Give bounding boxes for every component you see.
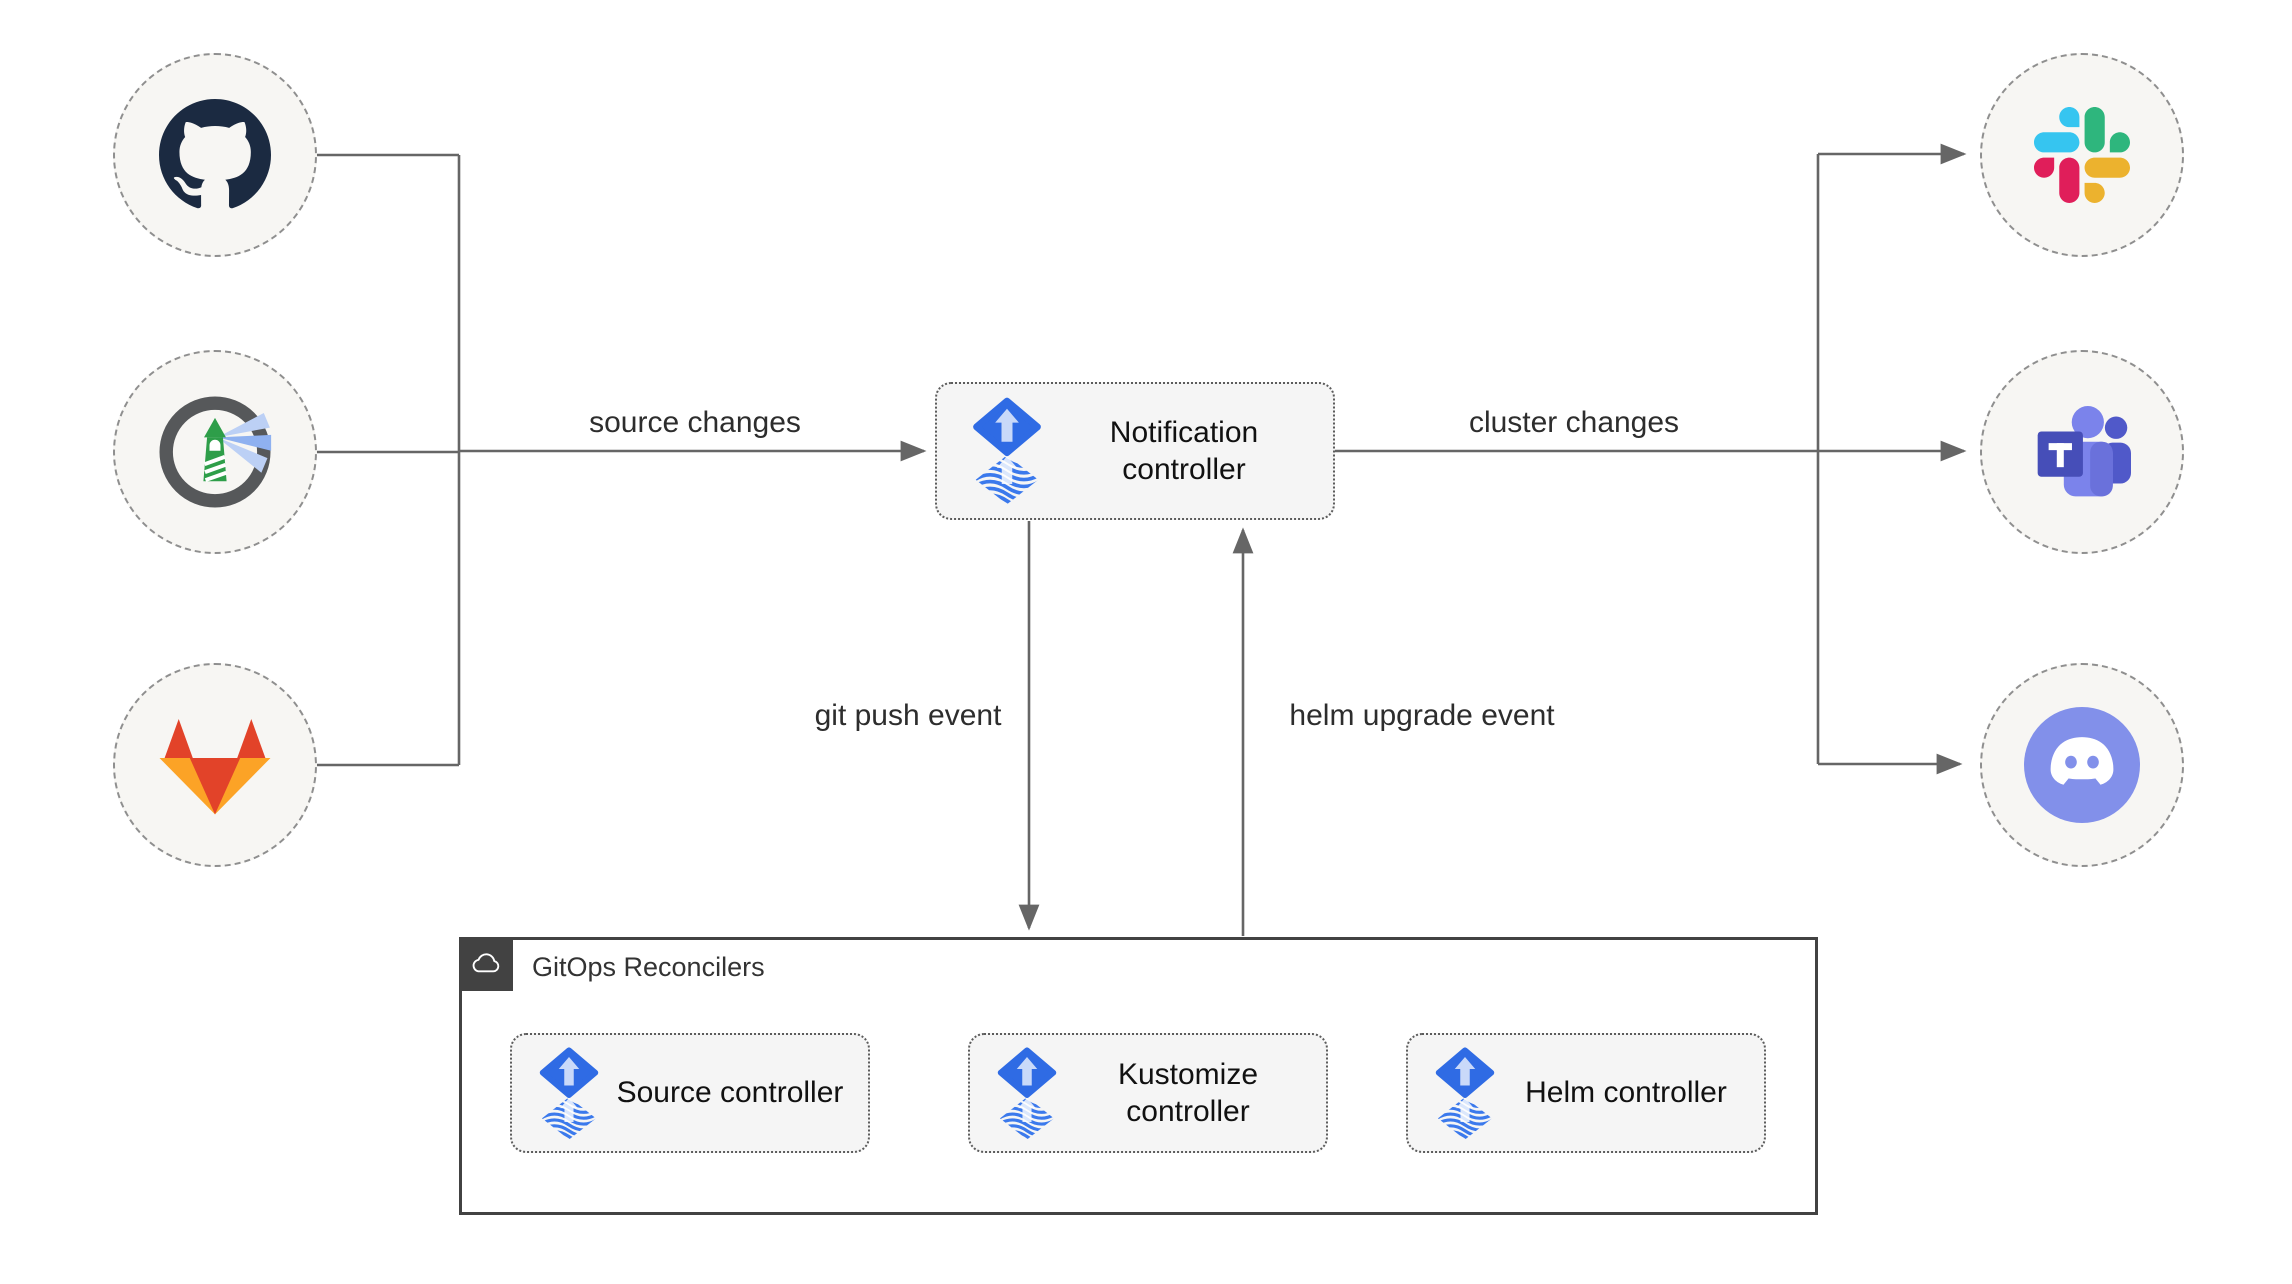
flux-icon — [996, 1046, 1058, 1141]
flux-icon — [538, 1046, 600, 1141]
node-github — [113, 53, 317, 257]
flux-icon — [1434, 1046, 1496, 1141]
teams-icon — [2026, 396, 2138, 508]
notification-controller-box: Notification controller — [935, 382, 1335, 520]
edge-label-source-changes: source changes — [589, 406, 801, 439]
node-gitlab — [113, 663, 317, 867]
helm-controller-box: Helm controller — [1406, 1033, 1766, 1153]
flux-icon — [971, 396, 1043, 506]
container-badge — [459, 937, 513, 991]
node-slack — [1980, 53, 2184, 257]
cloud-icon — [470, 948, 502, 980]
helm-controller-label: Helm controller — [1525, 1076, 1727, 1110]
edge-label-helm-upgrade-event: helm upgrade event — [1289, 699, 1555, 732]
kustomize-controller-box: Kustomize controller — [968, 1033, 1328, 1153]
gitops-reconcilers-title: GitOps Reconcilers — [532, 951, 765, 982]
edge-label-git-push-event: git push event — [814, 699, 1002, 732]
node-discord — [1980, 663, 2184, 867]
gitops-reconcilers-container: GitOps Reconcilers Source controller Kus… — [459, 937, 1818, 1215]
source-controller-box: Source controller — [510, 1033, 870, 1153]
harbor-icon — [154, 391, 276, 513]
edge-label-cluster-changes: cluster changes — [1468, 406, 1680, 439]
edge-paths — [313, 143, 1967, 1104]
discord-icon — [2024, 707, 2140, 823]
kustomize-controller-label: Kustomize controller — [1117, 1057, 1259, 1129]
slack-icon — [2034, 107, 2130, 203]
node-harbor — [113, 350, 317, 554]
source-controller-label: Source controller — [616, 1076, 844, 1110]
github-icon — [159, 99, 271, 211]
notification-controller-label: Notification controller — [1109, 415, 1259, 487]
node-teams — [1980, 350, 2184, 554]
gitlab-icon — [155, 713, 275, 818]
